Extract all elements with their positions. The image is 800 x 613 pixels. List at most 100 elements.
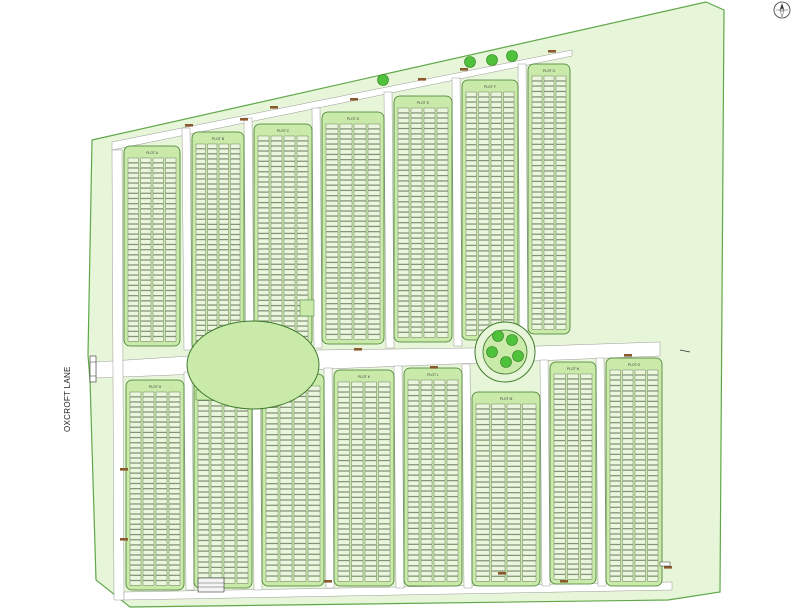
grave-space (446, 480, 459, 486)
grave-space (490, 208, 502, 214)
grave-space (531, 303, 543, 309)
grave-space (567, 466, 579, 472)
grave-space (351, 566, 364, 571)
grave-space (522, 461, 537, 467)
grave-space (168, 437, 181, 443)
plot-label: PLOT N (567, 367, 580, 371)
grave-space (367, 236, 381, 242)
grave-space (522, 414, 537, 420)
grave-space (522, 466, 537, 472)
grave-space (339, 262, 353, 268)
grave-space (522, 503, 537, 509)
grave-space (553, 481, 566, 487)
grave-space (325, 283, 339, 288)
grave-space (307, 451, 321, 457)
grave-space (407, 555, 420, 561)
grave-space (555, 197, 567, 203)
grave-space (155, 493, 168, 499)
grave-space (446, 544, 459, 550)
grave-space (475, 403, 490, 409)
grave-space (367, 298, 381, 304)
grave-space (543, 282, 555, 288)
grave-space (420, 571, 433, 577)
grave-space (397, 233, 410, 239)
grave-space (230, 285, 241, 290)
grave-space (129, 463, 142, 468)
grave-space (296, 316, 309, 321)
grave-space (433, 390, 446, 396)
grave-space (257, 218, 270, 223)
grave-space (622, 502, 634, 508)
grave-space (478, 128, 490, 134)
grave-space (337, 497, 350, 503)
grave-space (195, 143, 206, 149)
grave-space (210, 405, 223, 411)
trees (377, 50, 524, 368)
grave-space (490, 213, 502, 219)
grave-space (210, 449, 223, 455)
grave-space (142, 570, 155, 576)
grave-space (325, 303, 339, 309)
grave-space (339, 231, 353, 237)
grave-space (378, 444, 391, 450)
grave-space (490, 250, 502, 256)
grave-space (230, 143, 241, 149)
grave-space (210, 470, 223, 476)
grave-space (296, 202, 309, 208)
grave-space (634, 449, 646, 455)
grave-space (609, 433, 621, 439)
grave-space (580, 518, 593, 523)
grave-space (475, 519, 490, 524)
small-plot (299, 299, 315, 317)
grave-space (230, 239, 241, 245)
grave-space (296, 233, 309, 239)
grave-space (129, 550, 142, 555)
grave-space (553, 528, 566, 534)
grave-space (378, 429, 391, 435)
grave-space (218, 249, 229, 255)
bench-icon (498, 572, 506, 575)
grave-space (436, 196, 449, 202)
grave-space (609, 507, 621, 513)
grave-space (378, 576, 391, 582)
grave-space (207, 310, 218, 316)
grave-space (410, 243, 423, 249)
grave-space (307, 429, 321, 435)
plot-o: PLOT O (605, 357, 663, 587)
grave-space (491, 440, 506, 446)
grave-space (543, 234, 555, 240)
grave-space (218, 285, 229, 290)
grave-space (165, 188, 177, 194)
grave-space (168, 447, 181, 453)
grave-space (325, 308, 339, 314)
grave-space (337, 529, 350, 535)
walkway (383, 91, 395, 349)
grave-space (491, 576, 506, 582)
grave-space (325, 123, 339, 129)
grave-space (168, 499, 181, 504)
grave-space (307, 521, 321, 527)
grave-space (531, 96, 543, 102)
walkway (461, 363, 473, 589)
grave-space (293, 462, 307, 468)
grave-space (407, 528, 420, 534)
grave-space (491, 524, 506, 530)
grave-space (420, 518, 433, 523)
grave-space (152, 270, 164, 275)
grave-space (378, 397, 391, 403)
grave-space (420, 555, 433, 561)
grave-space (257, 264, 270, 270)
grave-space (337, 381, 350, 387)
grave-space (142, 396, 155, 402)
grave-space (378, 523, 391, 529)
grave-space (152, 290, 164, 296)
grave-space (197, 476, 210, 481)
grave-space (506, 545, 521, 550)
grave-space (478, 160, 490, 166)
grave-space (490, 314, 502, 320)
grave-space (609, 470, 621, 476)
grave-space (152, 208, 164, 214)
grave-space (152, 244, 164, 250)
grave-space (210, 432, 223, 438)
grave-space (218, 244, 229, 250)
